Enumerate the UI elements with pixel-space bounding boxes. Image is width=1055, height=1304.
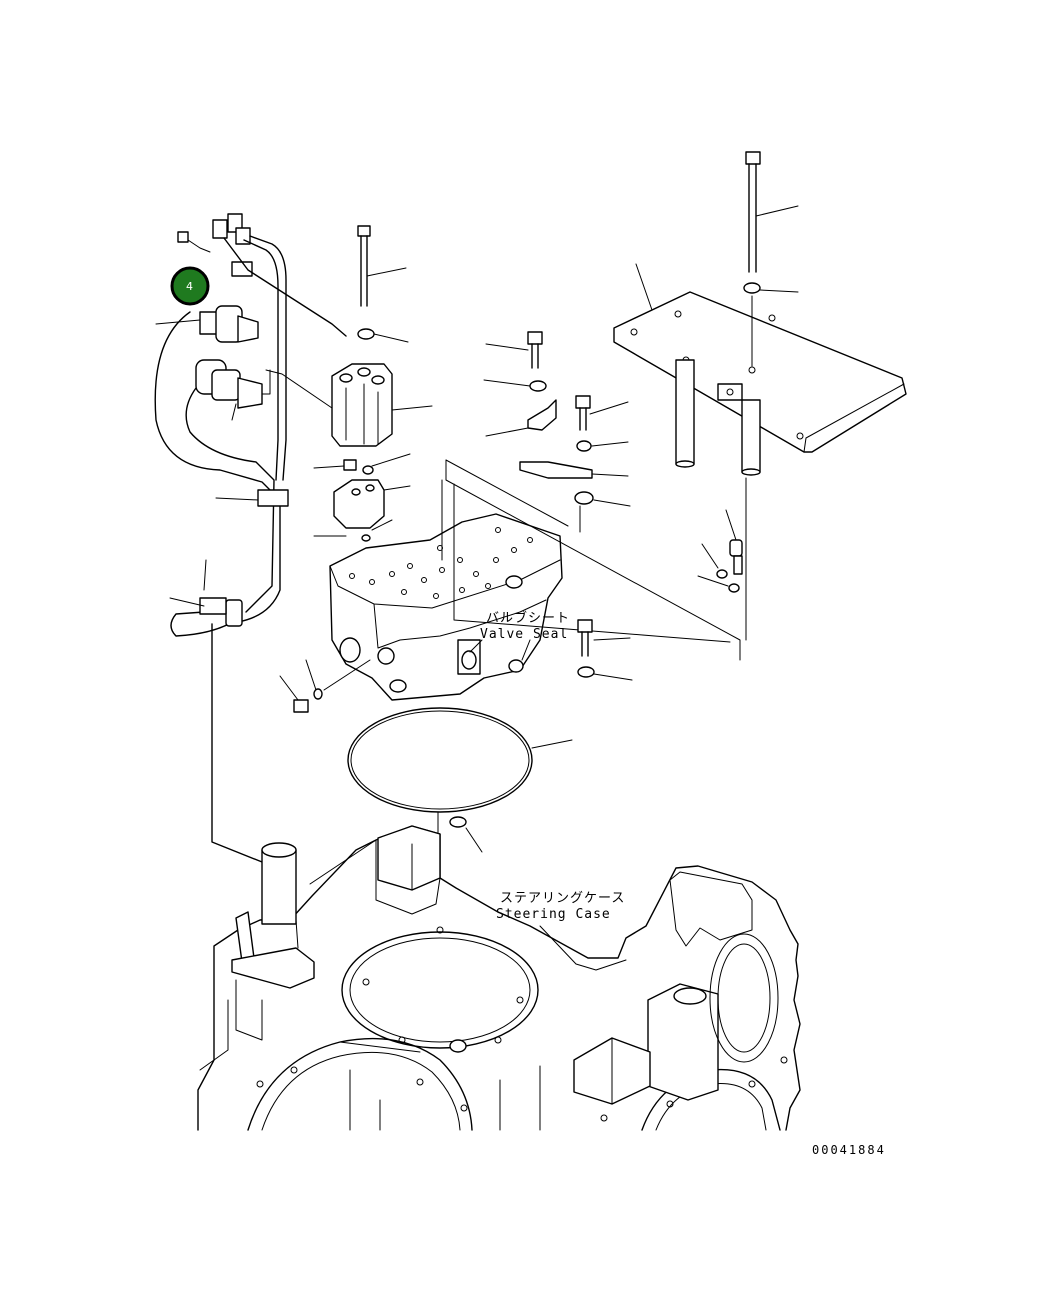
fittings-right — [697, 509, 743, 593]
steering-case-label: ステアリングケース Steering Case — [496, 891, 625, 922]
callout-number: 4 — [186, 280, 193, 293]
bolts-center-right — [483, 331, 633, 681]
main-valve-body — [279, 459, 741, 713]
o-ring — [347, 707, 573, 853]
cover-plate — [613, 263, 907, 641]
long-bolt-right — [743, 151, 799, 367]
long-bolt-center — [357, 225, 409, 343]
valve-block-upper — [265, 363, 433, 447]
solenoid-valve-lower — [195, 359, 271, 421]
valve-seal-jp: バルブシート — [486, 610, 570, 626]
valve-seal-en: Valve Seal — [480, 627, 568, 642]
small-parts-center — [313, 453, 411, 542]
drawing-number: 00041884 — [812, 1143, 886, 1157]
steering-case — [197, 825, 801, 1131]
callout-marker: 4 — [170, 266, 210, 306]
callout-circle — [170, 266, 210, 306]
steering-case-en: Steering Case — [496, 907, 611, 922]
steering-case-jp: ステアリングケース — [500, 891, 625, 906]
valve-seal-label: バルブシート Valve Seal — [469, 610, 570, 661]
solenoid-valve-upper — [155, 305, 259, 343]
wire-harness — [154, 213, 347, 867]
